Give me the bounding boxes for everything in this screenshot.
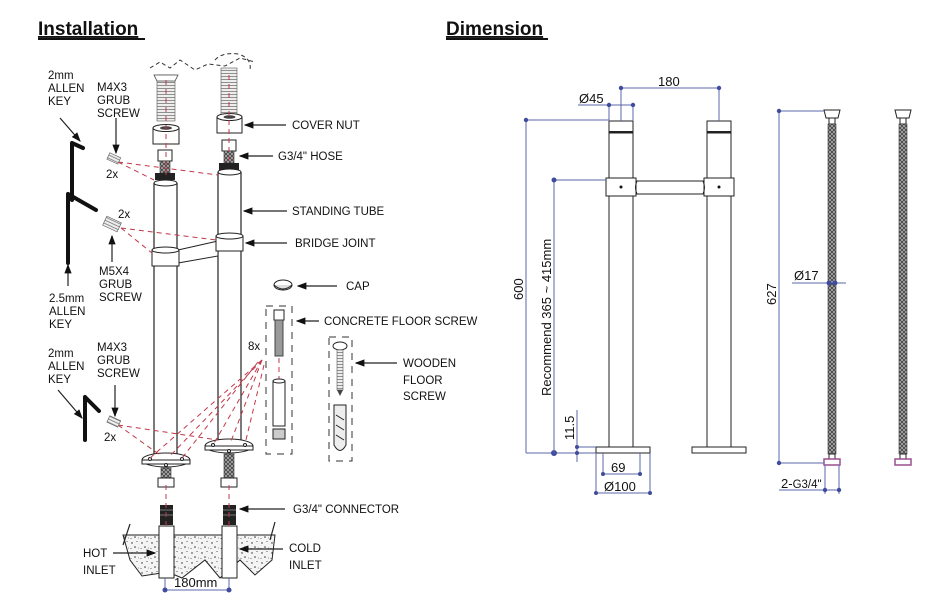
hose-end-left [155, 149, 175, 180]
label-hot-inlet: HOT INLET [83, 548, 116, 577]
dimension-title: Dimension [446, 19, 543, 40]
dimension-lines [523, 85, 846, 495]
dim-total-height: 600 [511, 278, 526, 300]
standing-tube-right [217, 168, 242, 441]
dim-center-distance: 180 [658, 74, 680, 89]
label-grub-m5x4: M5X4 GRUB SCREW [99, 266, 142, 304]
label-cover-nut: COVER NUT [292, 120, 360, 132]
concrete-floor-screw-icon [272, 309, 286, 440]
allen-key-2mm-bottom-icon [83, 395, 101, 442]
label-bridge-joint: BRIDGE JOINT [295, 238, 376, 250]
label-standing-tube: STANDING TUBE [292, 206, 385, 218]
label-qty-screws: 8x [248, 341, 260, 353]
dim-dot [226, 587, 232, 593]
front-view-right-tube [691, 120, 747, 454]
ceiling-break-line [149, 57, 256, 71]
dim-hose-thread-value: G3/4" [793, 479, 822, 491]
hose-front-right [894, 109, 912, 466]
hose-end-right [219, 139, 239, 170]
floor-edge-left [122, 523, 131, 546]
concrete-screw-kit-box [265, 305, 293, 455]
label-allen-key-2mm-top: 2mm ALLEN KEY [48, 70, 88, 108]
cap-icon [273, 279, 293, 291]
allen-key-2mm-top-icon [70, 141, 85, 202]
hot-inlet-pipe [158, 525, 175, 579]
dim-hose-length: 627 [764, 283, 779, 305]
dim-recommend-height: Recommend 365 ~ 415mm [539, 239, 554, 396]
bridge-joint [151, 232, 244, 267]
installation-section: Installation [38, 19, 477, 593]
dim-base-diameter: Ø100 [604, 479, 636, 494]
label-grub-m4x3-top: M4X3 GRUB SCREW [97, 82, 140, 120]
cold-inlet-pipe [221, 525, 238, 579]
label-cap: CAP [346, 281, 370, 293]
label-cold-inlet: COLD INLET [289, 543, 324, 572]
ceiling-break-curve [214, 53, 251, 71]
label-qty-bottom: 2x [104, 432, 116, 444]
label-wooden-floor-screw: WOODEN FLOOR SCREW [403, 358, 459, 403]
lower-hose-right [223, 453, 235, 479]
label-grub-m4x3-bottom: M4X3 GRUB SCREW [97, 342, 140, 380]
label-allen-key-2mm-bottom: 2mm ALLEN KEY [48, 348, 88, 386]
base-flange-right [204, 438, 254, 454]
concrete-floor [122, 534, 276, 579]
label-allen-key-2-5mm: 2.5mm ALLEN KEY [49, 293, 89, 331]
dim-hose-diameter: Ø17 [794, 268, 819, 283]
assembly-guide-lines [117, 75, 265, 530]
base-flange-left [141, 452, 191, 468]
label-connector: G3/4" CONNECTOR [293, 504, 399, 516]
label-inlet-spacing: 180mm [174, 575, 217, 590]
standing-tube-left [153, 179, 178, 455]
label-hose: G3/4" HOSE [278, 151, 343, 163]
dim-dot [162, 587, 168, 593]
callout-arrows [57, 117, 397, 557]
hose-front-left [823, 109, 841, 466]
label-qty-mid: 2x [118, 209, 130, 221]
front-view-left-tube [595, 120, 651, 454]
dim-base-inner: 69 [611, 460, 625, 475]
label-concrete-floor-screw: CONCRETE FLOOR SCREW [324, 316, 477, 328]
dim-tube-diameter: Ø45 [579, 91, 604, 106]
dimension-section: Dimension [446, 19, 912, 495]
floor-edge-right [269, 521, 276, 541]
dim-hose-thread: 2-G3/4" [781, 476, 822, 491]
dim-hose-thread-prefix: 2- [781, 476, 793, 491]
grub-screw-m4x3-bottom-icon [106, 415, 122, 428]
wooden-floor-screw-icon [332, 341, 348, 451]
grub-screw-m5x4-icon [102, 215, 122, 233]
dim-base-thickness: 11.5 [562, 416, 577, 440]
allen-key-2-5mm-icon [66, 192, 98, 265]
label-qty-top: 2x [106, 169, 118, 181]
installation-title: Installation [38, 19, 138, 40]
front-view-bridge [605, 177, 735, 197]
grub-screw-m4x3-top-icon [106, 152, 122, 165]
wooden-screw-kit-box [328, 336, 353, 462]
